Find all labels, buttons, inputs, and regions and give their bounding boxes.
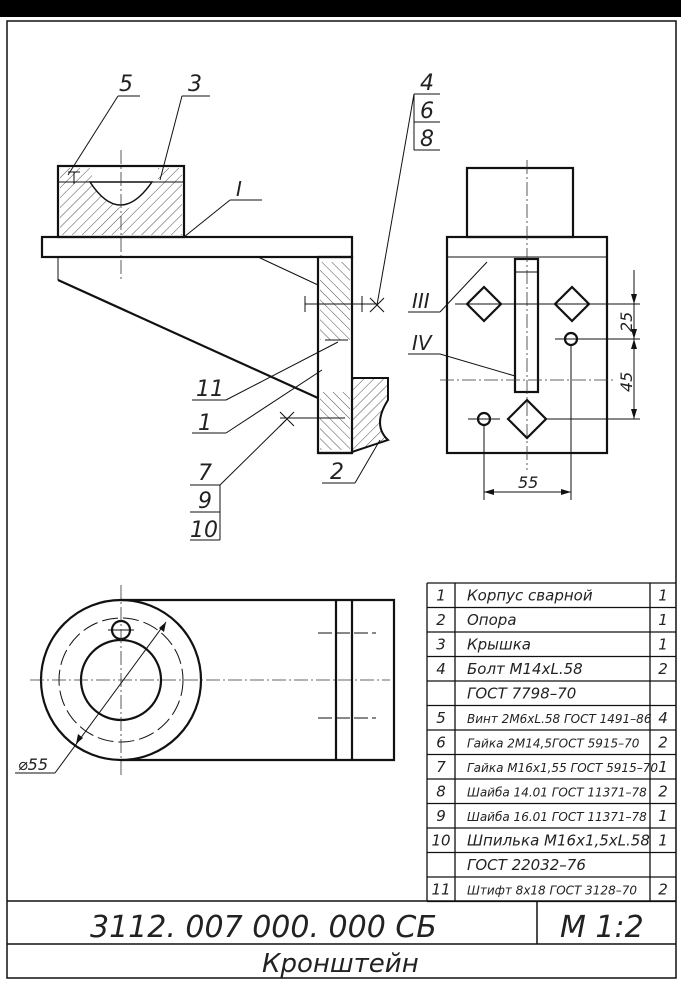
table-cell-name: ГОСТ 22032–76 xyxy=(467,856,586,874)
table-cell-qty: 2 xyxy=(658,783,668,801)
side-view: 25 45 55 III IV xyxy=(408,160,640,500)
front-view: 5 3 I 4 6 8 11 1 7 9 10 2 xyxy=(40,71,440,543)
dia-leader xyxy=(54,621,167,774)
cover-bore xyxy=(88,181,154,206)
dim-h-arrows xyxy=(484,489,571,495)
leader-2 xyxy=(354,439,381,484)
part-label-8: 8 xyxy=(420,127,434,152)
drawing-designation: 3112. 007 000. 000 СБ xyxy=(90,910,437,945)
table-cell-pos: 10 xyxy=(431,832,450,850)
table-cell-name: Крышка xyxy=(467,636,531,654)
dim-25: 25 xyxy=(617,312,636,332)
leader-III xyxy=(439,261,488,313)
part-label-10: 10 xyxy=(190,518,218,543)
hole-diamond-bottom xyxy=(506,398,548,440)
table-cell-pos: 9 xyxy=(436,807,446,825)
table-cell-qty: 2 xyxy=(658,734,668,752)
cover-hatch xyxy=(60,168,182,235)
leader-5 xyxy=(67,95,119,176)
table-cell-qty: 1 xyxy=(658,758,668,776)
part-label-6: 6 xyxy=(420,99,434,124)
body-top-plate xyxy=(40,235,354,259)
part-label-2: 2 xyxy=(330,460,344,485)
leader-7910 xyxy=(219,419,287,486)
leader-11 xyxy=(225,341,339,401)
table-cell-pos: 3 xyxy=(436,636,446,654)
side-slot xyxy=(513,257,540,394)
specification-table: 1 Корпус сварной 1 2 Опора 1 3 Крышка 1 4 Болт М14… xyxy=(426,582,676,903)
table-cell-pos: 5 xyxy=(436,709,446,727)
leader-3 xyxy=(159,95,183,181)
support-block xyxy=(351,377,390,454)
table-cell-pos: 8 xyxy=(436,783,446,801)
title-block: 3112. 007 000. 000 СБ М 1:2 Кронштейн xyxy=(7,900,676,979)
vertical-plate-hatch-bottom xyxy=(320,392,350,450)
table-cell-name: Корпус сварной xyxy=(467,587,593,605)
table-cell-qty: 1 xyxy=(658,611,668,629)
table-cell-qty: 2 xyxy=(658,660,668,678)
part-label-1: 1 xyxy=(198,411,212,436)
table-cell-name: Шайба 14.01 ГОСТ 11371–78 xyxy=(467,786,647,800)
table-cell-qty: 4 xyxy=(658,709,668,727)
table-cell-qty: 1 xyxy=(658,587,668,605)
leader-1 xyxy=(225,369,323,434)
section-label-I: I xyxy=(236,177,242,201)
sheet-frame xyxy=(6,20,677,979)
leader-468 xyxy=(376,93,415,306)
dim-dia55: ⌀55 xyxy=(18,755,48,774)
dim-45: 45 xyxy=(617,372,636,392)
paper xyxy=(0,17,681,983)
table-cell-name: Шайба 16.01 ГОСТ 11371–78 xyxy=(467,810,647,824)
part-label-11: 11 xyxy=(196,377,224,402)
table-cell-qty: 2 xyxy=(658,881,668,899)
table-cell-pos: 1 xyxy=(436,587,446,605)
table-cell-pos: 4 xyxy=(436,660,446,678)
hole-diamond-left xyxy=(465,285,503,323)
part-label-5: 5 xyxy=(119,72,133,97)
table-cell-pos: 7 xyxy=(436,758,446,776)
part-label-9: 9 xyxy=(198,489,212,514)
gusset-edge xyxy=(57,278,319,400)
table-cell-name: Опора xyxy=(467,611,517,629)
part-label-7: 7 xyxy=(198,461,212,486)
table-cell-pos: 6 xyxy=(436,734,446,752)
leader-I xyxy=(183,199,231,238)
table-cell-pos: 2 xyxy=(436,611,446,629)
drawing-scale: М 1:2 xyxy=(560,910,644,945)
part-label-4: 4 xyxy=(420,71,434,96)
table-cell-name: Шпилька М16х1,5хL.58 xyxy=(467,832,650,850)
hole-diamond-right xyxy=(553,285,591,323)
table-cell-qty: 1 xyxy=(658,832,668,850)
drawing-name: Кронштейн xyxy=(262,949,419,979)
top-outline xyxy=(121,598,396,762)
table-cell-qty: 1 xyxy=(658,636,668,654)
dim-55: 55 xyxy=(518,473,538,492)
table-cell-pos: 11 xyxy=(431,881,450,899)
section-label-IV: IV xyxy=(412,331,433,355)
table-cell-name: Болт М14хL.58 xyxy=(467,660,583,678)
table-cell-name: Гайка 2М14,5ГОСТ 5915–70 xyxy=(467,737,640,751)
leader-IV xyxy=(439,353,516,377)
part-label-3: 3 xyxy=(188,72,202,97)
table-cell-qty: 1 xyxy=(658,807,668,825)
gusset-top xyxy=(257,256,319,286)
table-cell-name: Гайка М16х1,55 ГОСТ 5915–70 xyxy=(467,761,658,775)
vertical-plate-hatch-top xyxy=(320,262,350,340)
top-view: ⌀55 xyxy=(15,585,396,775)
table-cell-name: ГОСТ 7798–70 xyxy=(467,685,576,703)
section-label-III: III xyxy=(412,289,430,313)
table-cell-name: Винт 2М6хL.58 ГОСТ 1491–86 xyxy=(467,712,652,726)
table-cell-name: Штифт 8х18 ГОСТ 3128–70 xyxy=(467,884,637,898)
